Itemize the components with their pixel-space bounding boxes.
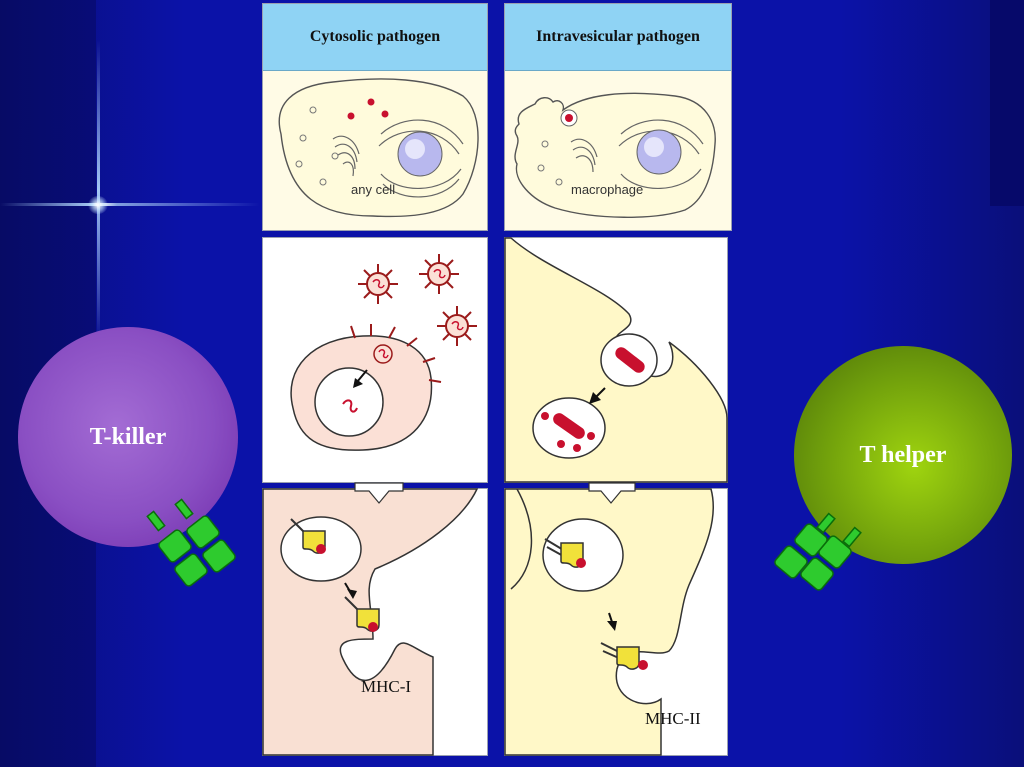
mhc2-drawing — [504, 482, 715, 756]
panel-cytosolic-cell: Cytosolic pathogen any cell — [262, 3, 488, 231]
budding-virus — [373, 344, 393, 364]
header-intravesicular-text: Intravesicular pathogen — [536, 28, 700, 45]
pathogen-dot — [565, 114, 573, 122]
lysosome-granule — [557, 440, 565, 448]
er — [620, 119, 704, 145]
golgi — [572, 146, 596, 166]
lysosome-granule — [573, 444, 581, 452]
transition-arrow — [588, 482, 636, 504]
vesicle — [295, 160, 303, 168]
any-cell-drawing — [278, 78, 479, 218]
macrophage-membrane — [514, 92, 716, 218]
tcr-receptor-killer — [146, 498, 236, 587]
vesicle — [555, 178, 563, 186]
mhc2-molecule-surface — [616, 646, 640, 670]
t-killer-cell: T-killer — [18, 327, 238, 547]
vesicle — [541, 140, 549, 148]
panel-intravesicular-cell: Intravesicular pathogen macrophage — [504, 3, 732, 231]
lysosome-granule — [541, 412, 549, 420]
golgi — [334, 143, 358, 163]
pathogen-dot — [381, 110, 389, 118]
nucleus-highlight — [405, 139, 425, 159]
panel-cytosolic-infection — [262, 237, 488, 483]
label-mhc2: MHC-II — [645, 709, 701, 728]
label-mhc1: MHC-I — [361, 677, 412, 696]
lens-flare-vertical — [97, 40, 100, 340]
peptide — [368, 622, 378, 632]
nucleus — [314, 367, 384, 437]
t-helper-label: T helper — [859, 441, 947, 468]
lysosome-granule — [587, 432, 595, 440]
macrophage-drawing — [514, 92, 716, 218]
golgi — [342, 161, 354, 177]
bacterium — [615, 347, 645, 373]
viral-rna — [342, 399, 358, 413]
pathogen-dot — [347, 112, 355, 120]
panel-mhc1-presentation: MHC-I — [262, 482, 488, 756]
label-macrophage: macrophage — [571, 182, 644, 197]
peptide — [576, 558, 586, 568]
lens-flare-core — [88, 196, 108, 214]
vesicle — [309, 106, 317, 114]
nucleus-highlight — [644, 137, 664, 157]
peptide — [316, 544, 326, 554]
t-killer-label: T-killer — [89, 423, 167, 450]
transition-arrow — [354, 482, 404, 504]
header-cytosolic: Cytosolic pathogen — [263, 4, 487, 71]
golgi — [575, 155, 594, 173]
er — [380, 168, 462, 190]
vesicle — [319, 178, 327, 186]
any-cell-membrane — [278, 78, 479, 218]
er — [382, 178, 460, 198]
bacterium — [553, 413, 585, 439]
vesicle — [537, 164, 545, 172]
virus-particle — [419, 254, 459, 294]
virus-infection-drawing — [290, 254, 477, 451]
tcr-receptor-helper — [774, 512, 862, 591]
mhc1-drawing — [262, 482, 479, 756]
peptide — [638, 660, 648, 670]
panel-intravesicular-infection — [504, 237, 728, 483]
membrane-spikes — [350, 324, 442, 383]
header-cytosolic-text: Cytosolic pathogen — [309, 28, 441, 45]
golgi — [332, 135, 360, 155]
pathogen-dot — [367, 98, 375, 106]
virus-particle — [358, 264, 398, 304]
t-helper-cell: T helper — [794, 346, 1012, 564]
panel-mhc2-presentation: MHC-II — [504, 482, 728, 756]
phagocytosis-drawing — [504, 237, 728, 483]
virus-particle — [437, 306, 477, 346]
er — [380, 119, 464, 145]
arrow — [356, 369, 368, 383]
background-shade-right — [990, 0, 1024, 206]
vesicle — [331, 152, 339, 160]
header-intravesicular: Intravesicular pathogen — [505, 4, 731, 71]
er — [620, 168, 702, 190]
golgi — [570, 138, 598, 158]
golgi — [337, 152, 356, 170]
label-any-cell: any cell — [351, 182, 396, 197]
lens-flare-horizontal — [0, 203, 260, 206]
vesicle — [299, 134, 307, 142]
golgi-edge — [510, 488, 533, 590]
er — [378, 130, 460, 155]
